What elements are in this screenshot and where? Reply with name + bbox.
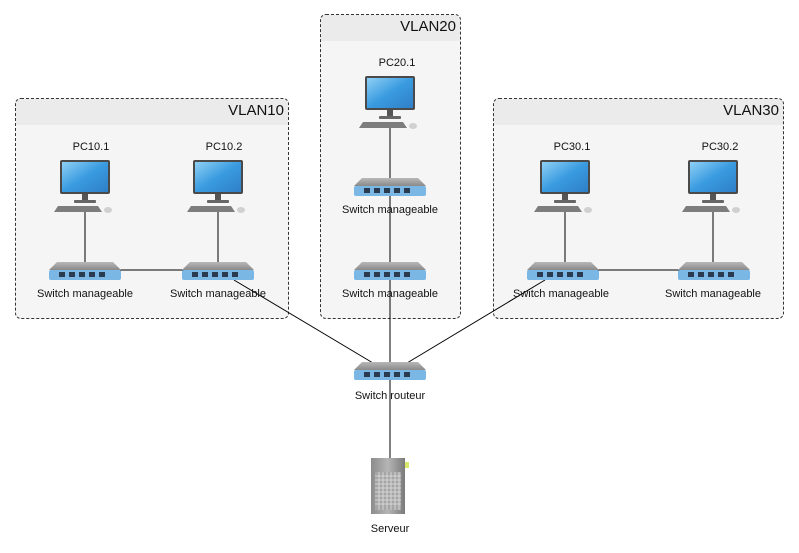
pc30-2-label: PC30.2 xyxy=(701,141,739,153)
router-switch-icon[interactable] xyxy=(354,358,426,382)
vlan20-group: VLAN20 xyxy=(320,14,461,319)
pc30-1-icon[interactable] xyxy=(530,160,602,216)
switch-label-sw20-1: Switch manageable xyxy=(341,204,439,216)
switch-icon-sw10-2[interactable] xyxy=(182,258,254,282)
server-label: Serveur xyxy=(370,523,410,535)
pc30-2-icon[interactable] xyxy=(678,160,750,216)
router-switch-label: Switch routeur xyxy=(354,390,426,402)
link-sw30-1-router xyxy=(406,279,546,364)
vlan20-title: VLAN20 xyxy=(400,18,456,35)
switch-icon-sw20-1[interactable] xyxy=(354,174,426,198)
switch-icon-sw30-2[interactable] xyxy=(678,258,750,282)
pc10-2-icon[interactable] xyxy=(183,160,255,216)
vlan30-header xyxy=(494,99,783,125)
switch-icon-sw20-2[interactable] xyxy=(354,258,426,282)
pc30-1-label: PC30.1 xyxy=(553,141,591,153)
pc10-1-label: PC10.1 xyxy=(72,141,110,153)
link-sw10-2-router xyxy=(233,279,374,364)
switch-label-sw10-1: Switch manageable xyxy=(36,288,134,300)
switch-label-sw20-2: Switch manageable xyxy=(341,288,439,300)
vlan20-header xyxy=(321,15,460,41)
pc20-1-label: PC20.1 xyxy=(378,57,416,69)
vlan10-title: VLAN10 xyxy=(228,102,284,119)
pc10-2-label: PC10.2 xyxy=(205,141,243,153)
switch-icon-sw30-1[interactable] xyxy=(527,258,599,282)
switch-label-sw30-1: Switch manageable xyxy=(512,288,610,300)
switch-label-sw30-2: Switch manageable xyxy=(664,288,762,300)
switch-label-sw10-2: Switch manageable xyxy=(169,288,267,300)
pc10-1-icon[interactable] xyxy=(50,160,122,216)
switch-icon-sw10-1[interactable] xyxy=(49,258,121,282)
pc20-1-icon[interactable] xyxy=(355,76,427,132)
vlan10-header xyxy=(16,99,288,125)
vlan30-title: VLAN30 xyxy=(723,102,779,119)
server-icon[interactable] xyxy=(371,458,411,516)
